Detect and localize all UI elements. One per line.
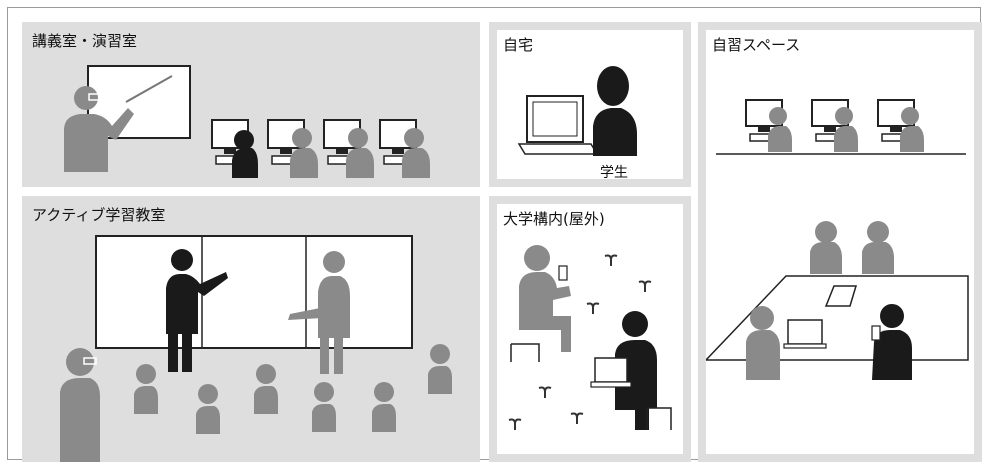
smartphone-icon [871, 325, 881, 341]
group-table [706, 221, 969, 380]
panel-self-study-space: 自習スペース [698, 22, 982, 462]
home-illustration [517, 66, 637, 156]
pc-desk-row [716, 99, 966, 155]
stool-icon [510, 343, 540, 362]
pc-row [211, 119, 430, 178]
panel-lecture-room: 講義室・演習室 [22, 22, 480, 187]
seated-student-dark [872, 304, 912, 380]
audience [60, 344, 452, 462]
student-label: 学生 [600, 165, 628, 181]
lecture-illustration [64, 65, 430, 178]
figure-frame: 講義室・演習室 [7, 7, 982, 462]
panel-title: 自宅 [503, 36, 534, 54]
laptop-icon [783, 319, 827, 349]
seated-student-grey [746, 306, 780, 380]
tablet-icon [824, 285, 858, 307]
self-study-illustration [706, 99, 969, 380]
glasses-icon [88, 93, 102, 101]
laptop-icon [590, 357, 632, 388]
stool-icon [646, 407, 672, 430]
panel-active-learning-room: アクティブ学習教室 [22, 196, 480, 462]
teacher-figure [64, 86, 134, 172]
panel-title: 大学構内(屋外) [503, 210, 605, 228]
pointer-stick [125, 75, 173, 103]
sprout-icons [508, 254, 652, 430]
presenter-dark [166, 249, 228, 372]
campus-illustration [508, 245, 672, 430]
panel-title: 自習スペース [712, 36, 801, 54]
sitting-student-grey [519, 245, 571, 352]
panel-campus-outdoor: 大学構内(屋外) [489, 196, 691, 462]
laptop-icon [517, 95, 599, 155]
whiteboard-wall [95, 235, 413, 349]
student-figure [593, 66, 637, 156]
presenter-grey [288, 251, 350, 374]
active-learning-illustration [60, 235, 452, 462]
panel-home: 自宅 学生 [489, 22, 691, 187]
glasses-icon [83, 357, 97, 365]
panel-title: 講義室・演習室 [32, 32, 138, 50]
smartphone-icon [558, 265, 568, 281]
panel-title: アクティブ学習教室 [32, 206, 166, 224]
